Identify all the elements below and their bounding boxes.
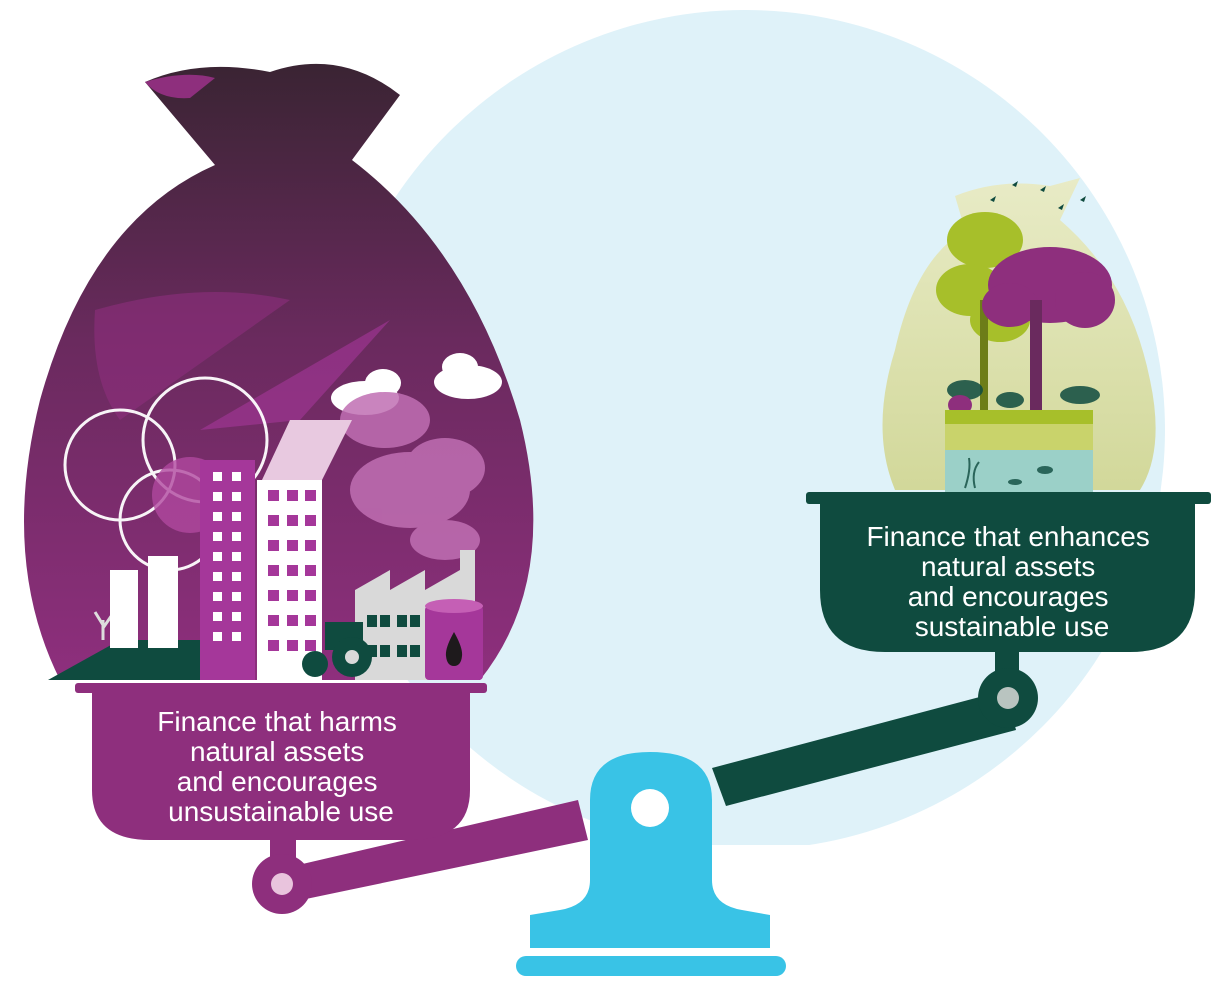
left-pan: Finance that harms natural assets and en… — [75, 683, 487, 840]
right-pan-label-line-1: Finance that enhances — [866, 521, 1149, 552]
left-pan-label-line-2: natural assets — [190, 736, 364, 767]
right-pan: Finance that enhances natural assets and… — [806, 492, 1211, 652]
svg-text:Finance that harms natur: Finance that harms natural assets and en… — [157, 706, 404, 827]
right-pan-label-line-4: sustainable use — [915, 611, 1110, 642]
money-bag-nature-icon — [882, 178, 1156, 492]
right-pan-label-line-2: natural assets — [921, 551, 1095, 582]
scale-fulcrum-icon — [516, 752, 786, 976]
left-pan-label-line-1: Finance that harms — [157, 706, 397, 737]
left-pan-label-line-3: and encourages — [177, 766, 378, 797]
right-pan-label-line-3: and encourages — [908, 581, 1109, 612]
scale-beam — [268, 690, 1016, 904]
svg-text:Finance that enhances na: Finance that enhances natural assets and… — [866, 521, 1157, 642]
money-bag-industry-icon — [24, 63, 534, 680]
left-pan-label-line-4: unsustainable use — [168, 796, 394, 827]
